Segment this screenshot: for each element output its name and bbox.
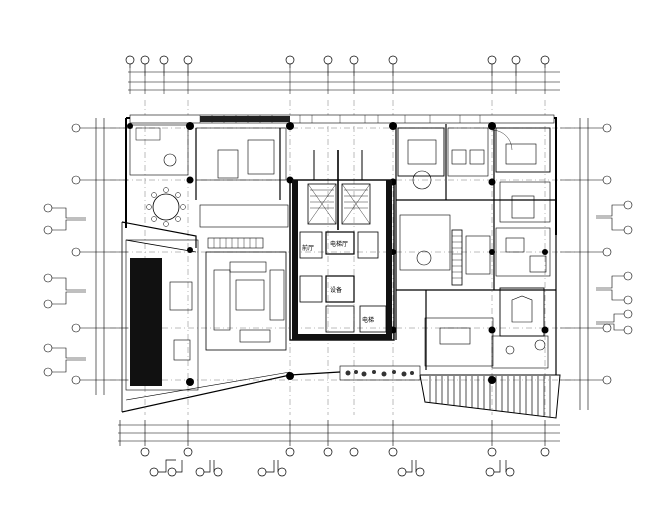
left-wing-interior [125, 124, 289, 391]
core-room-labels: 电梯厅 设备 电梯 前厅 [302, 240, 374, 324]
interior-partitions [195, 124, 556, 370]
terraces [339, 365, 551, 417]
room-label-elevator-lobby: 电梯厅 [330, 240, 348, 248]
room-label-service-2: 电梯 [362, 316, 374, 324]
bottom-dimension-chain [118, 420, 560, 446]
left-grid [43, 118, 128, 395]
building-core [289, 150, 395, 341]
right-wing-interior [397, 127, 551, 369]
top-dimension-chain [128, 68, 560, 94]
room-label-service-1: 设备 [330, 286, 342, 294]
structural-columns [127, 122, 549, 386]
bottom-grid-bubbles [140, 447, 550, 477]
top-grid-bubbles [125, 55, 550, 76]
room-label-stair-hall: 前厅 [302, 244, 314, 252]
exterior-walls [121, 114, 561, 419]
right-grid [560, 118, 633, 410]
